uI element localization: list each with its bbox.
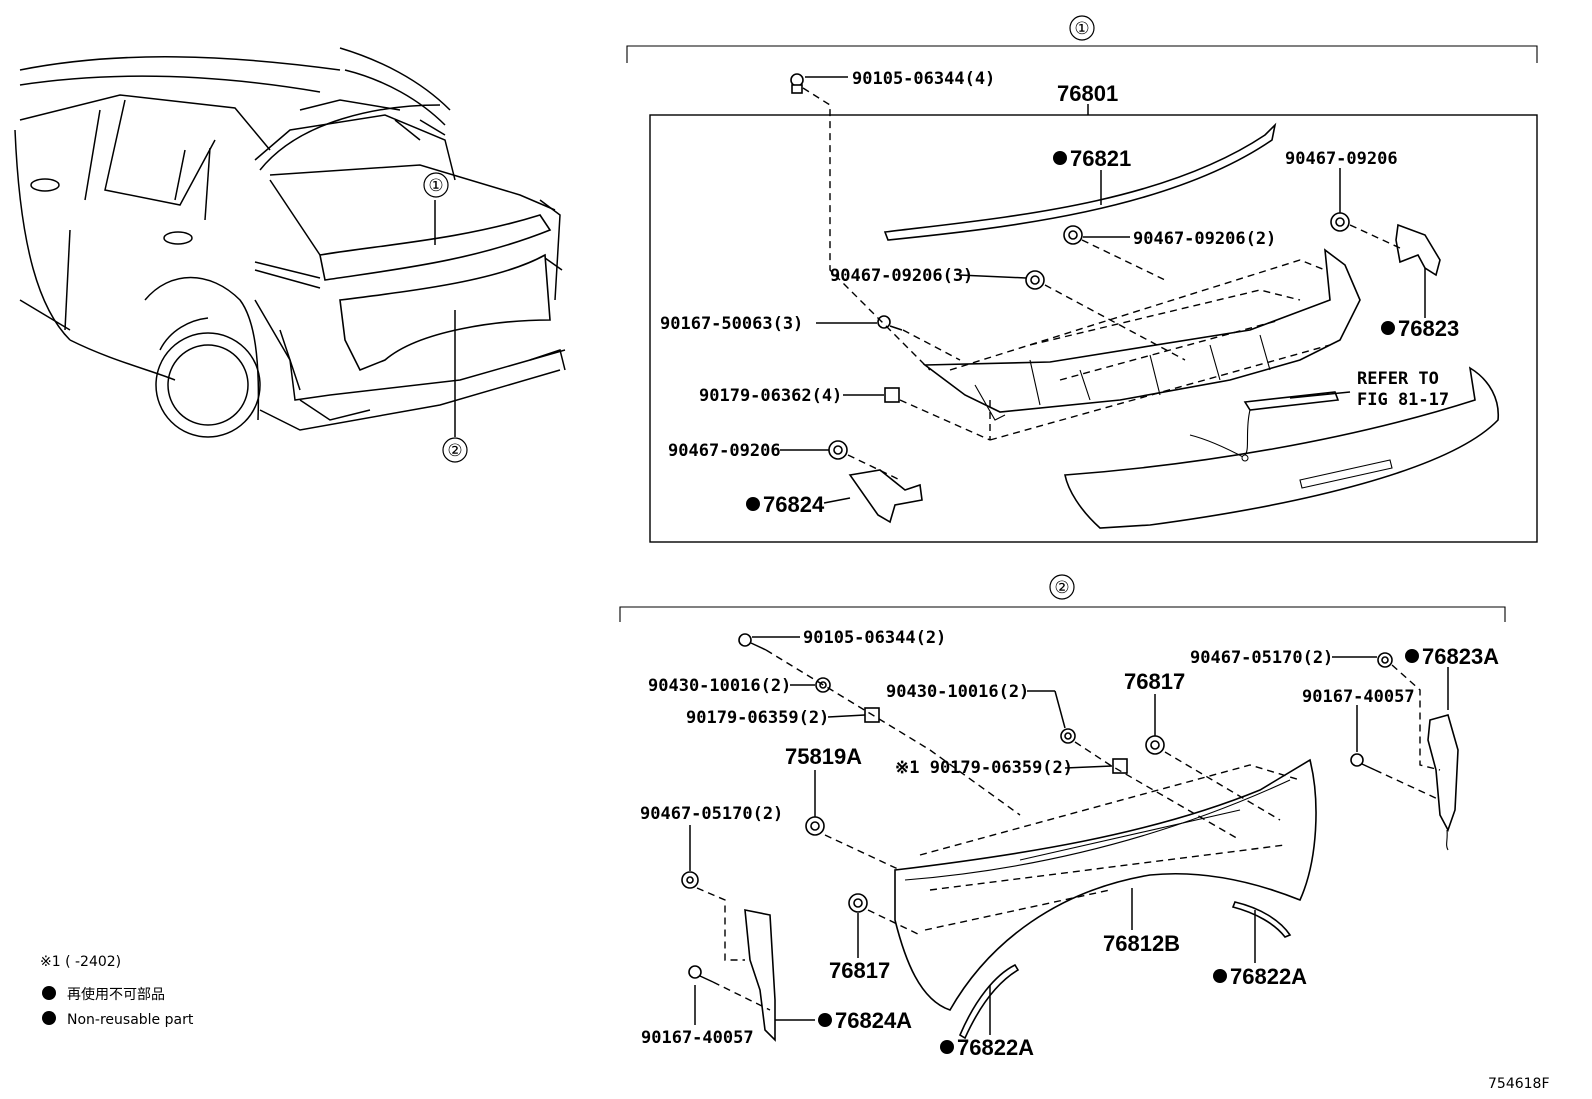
part-76822A-right — [1231, 901, 1292, 938]
fastener-nut — [884, 387, 900, 403]
label-g2-90167-40057-r: 90167-40057 — [1302, 687, 1415, 707]
non-reusable-dot — [940, 1040, 954, 1054]
fastener-g2-clip-r — [1377, 652, 1393, 668]
non-reusable-dot — [818, 1013, 832, 1027]
label-76801: 76801 — [1057, 81, 1118, 106]
label-76823: 76823 — [1398, 316, 1459, 341]
label-g2-90467-05170-l: 90467-05170(2) — [640, 804, 783, 824]
fastener-g2-washer-r — [1060, 728, 1076, 744]
group-2-marker: ② — [1054, 578, 1069, 598]
label-90467-09206-a: 90467-09206 — [1285, 149, 1398, 169]
group-1-marker: ① — [1074, 19, 1089, 39]
label-g2-76824A: 76824A — [835, 1008, 912, 1033]
fastener-g2-clip-76817-bot — [848, 893, 868, 913]
label-g2-90430-10016-l: 90430-10016(2) — [648, 676, 791, 696]
label-90167-50063: 90167-50063(3) — [660, 314, 803, 334]
label-g2-90430-10016-r: 90430-10016(2) — [886, 682, 1029, 702]
fastener-screw — [877, 315, 903, 331]
label-76824: 76824 — [763, 492, 825, 517]
part-76824A-bracket — [744, 909, 776, 1042]
part-76801-cover — [1064, 366, 1500, 529]
label-76821: 76821 — [1070, 146, 1131, 171]
non-reusable-dot — [1405, 649, 1419, 663]
legend-en: Non-reusable part — [67, 1012, 194, 1028]
stop-lamp — [1243, 391, 1340, 411]
label-g2-76822A-l: 76822A — [957, 1035, 1034, 1060]
svg-text:②: ② — [447, 441, 462, 461]
group-1-bracket — [626, 45, 1538, 63]
fastener-clip-c — [1025, 270, 1045, 290]
legend-dot-jp — [42, 986, 56, 1000]
fastener-g2-clip-76817-top — [1145, 735, 1165, 755]
group-1-frame — [649, 114, 1538, 543]
label-g2-76817-bot: 76817 — [829, 958, 890, 983]
label-90467-09206-d: 90467-09206 — [668, 441, 781, 461]
legend-dot-en — [42, 1011, 56, 1025]
fastener-g2-screw-r — [1350, 753, 1376, 771]
vehicle-overview — [14, 47, 566, 438]
non-reusable-dot — [1053, 151, 1067, 165]
label-g2-75819A: 75819A — [785, 744, 862, 769]
label-90105-06344: 90105-06344(4) — [852, 69, 995, 89]
legend-note: ※1 ( -2402) — [40, 954, 121, 970]
part-76823A-bracket — [1427, 714, 1459, 832]
part-76822A-left — [958, 963, 1020, 1040]
label-90467-09206-c: 90467-09206(3) — [830, 266, 973, 286]
part-76801-frame — [922, 248, 1361, 413]
fastener-clip-d — [828, 440, 848, 460]
label-g2-76823A: 76823A — [1422, 644, 1499, 669]
fastener-g2-clip-75819A — [805, 816, 825, 836]
label-90179-06362: 90179-06362(4) — [699, 386, 842, 406]
label-g2-76817-top: 76817 — [1124, 669, 1185, 694]
diagram-id: 754618F — [1488, 1076, 1550, 1092]
non-reusable-dot — [1381, 321, 1395, 335]
overview-callout-2: ② — [442, 437, 468, 463]
fastener-bolt-top — [790, 73, 804, 94]
fastener-clip-b — [1063, 225, 1083, 245]
part-76823-bracket — [1395, 223, 1441, 277]
fastener-g2-screw-l — [688, 965, 714, 983]
group-1: ① — [626, 15, 1538, 543]
label-fig-81-17: FIG 81-17 — [1357, 390, 1449, 410]
non-reusable-dot — [746, 497, 760, 511]
label-90467-09206-b: 90467-09206(2) — [1133, 229, 1276, 249]
label-g2-76822A-r: 76822A — [1230, 964, 1307, 989]
label-g2-90179-06359-l: 90179-06359(2) — [686, 708, 829, 728]
part-76824-bracket — [848, 469, 923, 524]
svg-text:①: ① — [428, 176, 443, 196]
legend: ※1 ( -2402) 再使用不可部品 Non-reusable part — [40, 954, 194, 1028]
label-refer-to: REFER TO — [1357, 369, 1439, 389]
label-g2-90179-06359-r: ※1 90179-06359(2) — [895, 758, 1073, 778]
label-g2-90467-05170-r: 90467-05170(2) — [1190, 648, 1333, 668]
legend-jp: 再使用不可部品 — [67, 986, 165, 1003]
label-g2-90105-06344: 90105-06344(2) — [803, 628, 946, 648]
non-reusable-dot — [1213, 969, 1227, 983]
group-2: ② — [619, 574, 1506, 1060]
label-g2-90167-40057-l: 90167-40057 — [641, 1028, 754, 1048]
group-2-bracket — [619, 606, 1506, 622]
fastener-clip-a — [1330, 212, 1350, 232]
fastener-g2-clip-l — [681, 871, 699, 889]
overview-callout-1: ① — [423, 172, 449, 198]
fastener-g2-bolt — [738, 633, 767, 651]
label-g2-76812B: 76812B — [1103, 931, 1180, 956]
part-76821 — [883, 122, 1277, 241]
